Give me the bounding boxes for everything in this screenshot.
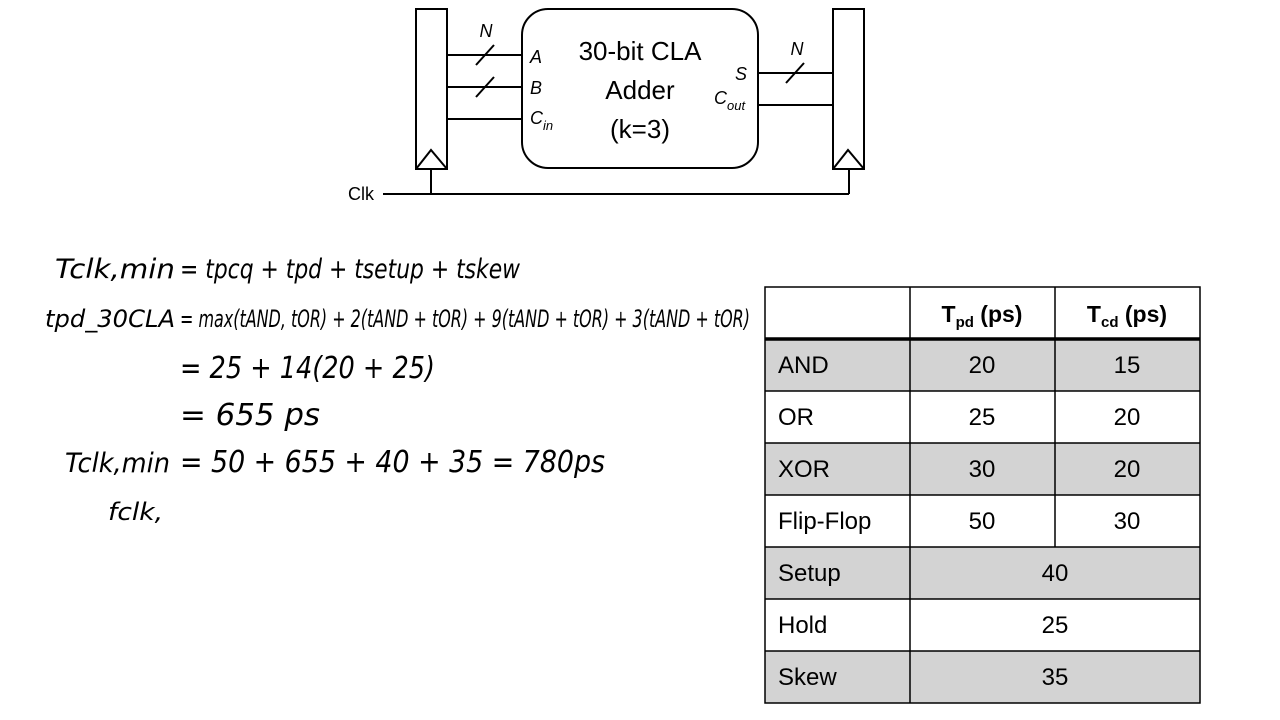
- row-xor-tcd: 20: [1114, 456, 1141, 483]
- port-s-label: S: [735, 64, 747, 84]
- hand-line6-lhs: fclk,: [108, 498, 163, 526]
- adder-title-line1: 30-bit CLA: [579, 36, 702, 66]
- hand-line2-rhs: = max(tAND, tOR) + 2(tAND + tOR) + 9(tAN…: [180, 305, 750, 333]
- header-tcd: Tcd (ps): [1087, 301, 1167, 331]
- bus-width-in-label: N: [480, 21, 494, 41]
- bus-width-out-label: N: [791, 39, 805, 59]
- row-shade-xor: [765, 443, 1200, 495]
- row-or-tcd: 20: [1114, 404, 1141, 431]
- port-b-label: B: [530, 78, 542, 98]
- bus-slash-a: [475, 44, 495, 66]
- table-grid: [764, 286, 1201, 704]
- row-flipflop-tcd: 30: [1114, 508, 1141, 535]
- row-hold-value: 25: [1042, 612, 1069, 639]
- handwritten-notes: Tclk,min = tpcq + tpd + tsetup + tskew t…: [45, 254, 750, 526]
- hand-line5-rhs: = 50 + 655 + 40 + 35 = 780ps: [180, 445, 605, 480]
- hand-line1-lhs: Tclk,min: [55, 254, 175, 285]
- header-tpd: Tpd (ps): [942, 301, 1023, 331]
- port-cout-label: Cout: [714, 88, 746, 113]
- output-register-clock-triangle: [832, 148, 865, 170]
- row-shade-skew: [765, 651, 1200, 703]
- row-or-tpd: 25: [969, 404, 996, 431]
- clk-label: Clk: [348, 184, 375, 204]
- output-register: [832, 8, 865, 170]
- delay-table: Tpd (ps) Tcd (ps) AND 20 15 OR 25 20 XOR…: [764, 286, 1201, 704]
- adder-title-line3: (k=3): [610, 114, 670, 144]
- hand-line5-lhs: Tclk,min: [65, 448, 170, 479]
- row-and-tcd: 15: [1114, 352, 1141, 379]
- hand-line2-lhs: tpd_30CLA: [45, 305, 175, 333]
- row-and-name: AND: [778, 352, 829, 379]
- row-and-tpd: 20: [969, 352, 996, 379]
- row-or-name: OR: [778, 404, 814, 431]
- row-xor-tpd: 30: [969, 456, 996, 483]
- row-xor-name: XOR: [778, 456, 830, 483]
- input-register-clock-triangle: [415, 148, 448, 170]
- row-setup-name: Setup: [778, 560, 841, 587]
- row-flipflop-name: Flip-Flop: [778, 508, 871, 535]
- table-shading: [765, 339, 1200, 703]
- row-shade-and: [765, 339, 1200, 391]
- hand-line1-rhs: = tpcq + tpd + tsetup + tskew: [180, 254, 521, 285]
- adder-title-line2: Adder: [605, 75, 675, 105]
- bus-slash-s: [785, 62, 805, 84]
- bus-slash-b: [475, 76, 495, 98]
- row-skew-name: Skew: [778, 664, 837, 691]
- port-a-label: A: [529, 47, 542, 67]
- cla-adder-box: [521, 8, 759, 169]
- input-register: [415, 8, 448, 170]
- row-setup-value: 40: [1042, 560, 1069, 587]
- hand-line4: = 655 ps: [180, 398, 320, 433]
- row-skew-value: 35: [1042, 664, 1069, 691]
- row-shade-setup: [765, 547, 1200, 599]
- row-flipflop-tpd: 50: [969, 508, 996, 535]
- row-hold-name: Hold: [778, 612, 827, 639]
- port-cin-label: Cin: [530, 108, 553, 133]
- hand-line3: = 25 + 14(20 + 25): [180, 351, 435, 386]
- circuit-diagram: [383, 8, 865, 195]
